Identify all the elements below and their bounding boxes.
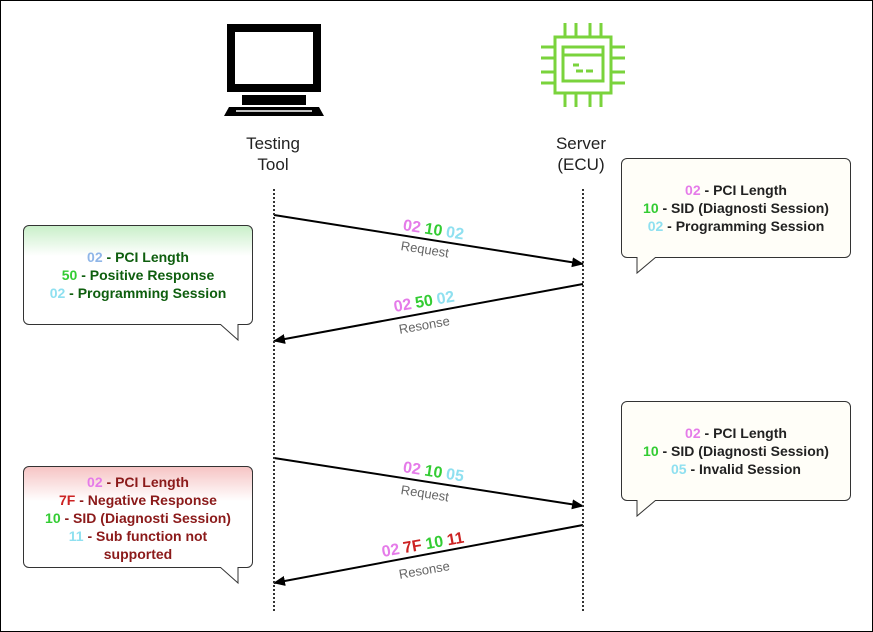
- callout-line: supported: [103, 546, 173, 562]
- response2-arrow: [273, 524, 584, 586]
- computer-monitor-icon: [224, 24, 324, 116]
- code: 02: [435, 288, 456, 309]
- code: 7F: [401, 537, 424, 558]
- code: 10: [423, 220, 444, 241]
- cpu-chip-icon: [541, 23, 625, 107]
- code: 11: [445, 529, 466, 550]
- callout-tail: [220, 324, 239, 342]
- code: 02: [444, 223, 466, 244]
- callout-line: 7F - Negative Response: [59, 492, 217, 508]
- callout-line: 02 - PCI Length: [685, 182, 787, 198]
- callout-line: 02 - Programming Session: [647, 218, 825, 234]
- callout-line: 05 - Invalid Session: [671, 461, 801, 477]
- callout-line: 50 - Positive Response: [61, 267, 215, 283]
- callout-line: 10 - SID (Diagnosti Session): [45, 510, 231, 526]
- tester-lifeline: [273, 189, 275, 611]
- tester-label-line2: Tool: [257, 155, 289, 174]
- callout-tail: [636, 257, 657, 275]
- callout-line: 02 - PCI Length: [87, 249, 189, 265]
- callout-line: 02 - PCI Length: [87, 474, 189, 490]
- tester-response2-callout: 02 - PCI Length 7F - Negative Response 1…: [23, 466, 253, 585]
- callout-line: 11 - Sub function not: [68, 528, 208, 544]
- tester-label: Testing Tool: [228, 133, 318, 175]
- server-lifeline: [582, 189, 584, 611]
- request2-arrow: [273, 457, 584, 510]
- code: 02: [392, 296, 413, 316]
- response1-arrow: [273, 283, 584, 344]
- code: 10: [424, 533, 445, 554]
- callout-tail: [636, 500, 657, 518]
- callout-line: 02 - PCI Length: [685, 425, 787, 441]
- callout-line: 02 - Programming Session: [49, 285, 227, 301]
- code: 02: [401, 459, 422, 479]
- code: 02: [380, 541, 401, 561]
- server-label: Server (ECU): [536, 133, 626, 175]
- server-label-line1: Server: [555, 134, 607, 153]
- callout-line: 10 - SID (Diagnosti Session): [643, 200, 829, 216]
- code: 02: [401, 217, 422, 237]
- server-label-line2: (ECU): [557, 155, 605, 174]
- server-request2-callout: 02 - PCI Length 10 - SID (Diagnosti Sess…: [621, 401, 851, 518]
- code: 10: [423, 462, 444, 483]
- code: 50: [413, 292, 435, 313]
- request1-arrow: [273, 214, 584, 268]
- tester-label-line1: Testing: [246, 134, 300, 153]
- tester-response1-callout: 02 - PCI Length 50 - Positive Response 0…: [23, 225, 253, 342]
- server-request1-callout: 02 - PCI Length 10 - SID (Diagnosti Sess…: [621, 158, 851, 275]
- callout-tail: [220, 567, 239, 585]
- code: 05: [444, 465, 466, 486]
- callout-line: 10 - SID (Diagnosti Session): [643, 443, 829, 459]
